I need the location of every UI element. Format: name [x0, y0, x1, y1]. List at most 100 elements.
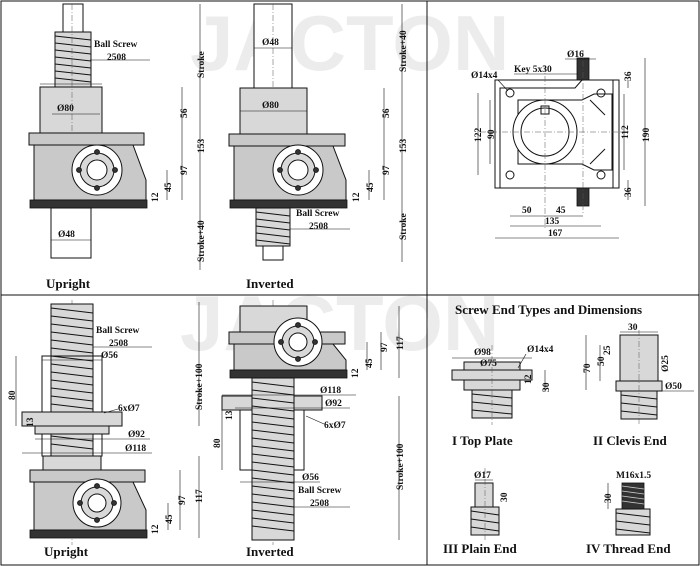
dim-d56: Ø56 [302, 473, 319, 483]
dim-stroke100: Stroke+100 [195, 363, 205, 410]
dim-h153: 153 [197, 139, 207, 154]
dim-h117: 117 [396, 336, 406, 350]
dim-d80: Ø80 [262, 101, 279, 111]
dim-d92: Ø92 [325, 399, 342, 409]
dim-h30: 30 [542, 382, 552, 392]
dim-d80: Ø80 [57, 104, 74, 114]
dim-m16: M16x1.5 [616, 471, 651, 481]
label-ball-screw: Ball Screw [296, 209, 340, 219]
dim-h30: 30 [500, 492, 510, 502]
dim-d98: Ø98 [474, 348, 491, 358]
dim-h117: 117 [195, 489, 205, 503]
dim-h97: 97 [380, 342, 390, 352]
dim-w167: 167 [548, 229, 563, 239]
dim-d118: Ø118 [125, 444, 146, 454]
dim-h12: 12 [524, 374, 534, 384]
dim-h45: 45 [366, 182, 376, 192]
dim-h36-top: 36 [624, 71, 634, 81]
caption-thread-end: IV Thread End [586, 541, 671, 556]
inverted-top-view: Ø48 Ø80 Ball Screw 2508 Stroke+40 56 153… [228, 3, 409, 291]
dim-h12: 12 [151, 192, 161, 202]
dim-d56: Ø56 [101, 351, 118, 361]
dim-stroke40: Stroke+40 [399, 30, 409, 72]
dim-h45: 45 [165, 514, 175, 524]
dim-h97: 97 [382, 165, 392, 175]
dim-w30: 30 [628, 323, 638, 333]
dim-h80: 80 [213, 438, 223, 448]
plain-end: Ø17 30 III Plain End [443, 468, 517, 556]
label-key: Key 5x30 [514, 65, 552, 75]
dim-w135: 135 [545, 217, 560, 227]
label-screw-code: 2508 [309, 222, 328, 232]
screw-end-types: Screw End Types and Dimensions Ø98 Ø75 Ø… [443, 302, 694, 556]
top-plate-end: Ø98 Ø75 Ø14x4 12 30 I Top Plate [451, 345, 554, 448]
thread-end: M16x1.5 30 IV Thread End [586, 471, 671, 556]
dim-w45: 45 [556, 206, 566, 216]
label-screw-code: 2508 [107, 53, 126, 63]
caption-inverted-bottom: Inverted [246, 544, 294, 559]
dim-h97: 97 [180, 165, 190, 175]
label-ball-screw: Ball Screw [94, 40, 138, 50]
dim-h122: 122 [474, 128, 484, 143]
dim-h97: 97 [178, 495, 188, 505]
dim-h45: 45 [164, 182, 174, 192]
dim-d16: Ø16 [567, 50, 584, 60]
dim-h13: 13 [26, 417, 36, 427]
upright-top-view: Ø80 Ball Screw 2508 Ø48 Stroke 56 153 97… [28, 3, 207, 291]
watermark: JACTON JACTON [180, 0, 509, 367]
dim-stroke: Stroke [399, 213, 409, 240]
dim-h80: 80 [8, 390, 18, 400]
dim-h70: 70 [583, 363, 593, 373]
dim-h12: 12 [351, 368, 361, 378]
label-ball-screw: Ball Screw [298, 486, 342, 496]
caption-upright-top: Upright [46, 276, 91, 291]
dim-d92: Ø92 [128, 430, 145, 440]
dim-h50: 50 [597, 356, 607, 366]
dim-stroke: Stroke [197, 51, 207, 78]
watermark-text-top: JACTON [190, 0, 509, 87]
dim-d14x4: Ø14x4 [527, 345, 554, 355]
dim-d118: Ø118 [320, 386, 341, 396]
dim-w50: 50 [522, 206, 532, 216]
dim-d50: Ø50 [665, 382, 682, 392]
dim-d25: Ø25 [661, 355, 671, 372]
dim-h25: 25 [603, 345, 613, 355]
dim-stroke100: Stroke+100 [396, 443, 406, 490]
caption-inverted-top: Inverted [246, 276, 294, 291]
dim-h13: 13 [225, 410, 235, 420]
caption-top-plate: I Top Plate [452, 433, 513, 448]
dim-d48: Ø48 [262, 38, 279, 48]
ball-screw-thread [54, 31, 92, 88]
dim-d17: Ø17 [474, 471, 491, 481]
caption-upright-bottom: Upright [44, 544, 89, 559]
dim-h112: 112 [621, 125, 631, 139]
dim-h30: 30 [604, 493, 614, 503]
inverted-bottom-view: 97 117 45 12 Ø118 Ø92 13 6xØ7 80 Stroke+… [213, 300, 406, 559]
dim-h56: 56 [382, 108, 392, 118]
dim-h12: 12 [151, 524, 161, 534]
dim-h45: 45 [365, 358, 375, 368]
label-ball-screw: Ball Screw [96, 326, 140, 336]
dim-stroke40: Stroke+40 [197, 220, 207, 262]
upright-bottom-view: Ball Screw 2508 Ø56 80 13 6xØ7 Ø92 Ø118 … [8, 300, 205, 559]
label-holes: 6xØ7 [118, 404, 140, 414]
dim-h153: 153 [399, 139, 409, 154]
ball-screw-thread [251, 377, 295, 541]
caption-plain-end: III Plain End [443, 541, 517, 556]
dim-h12: 12 [352, 192, 362, 202]
dim-h90: 90 [487, 129, 497, 139]
dim-d48: Ø48 [58, 230, 75, 240]
label-screw-code: 2508 [310, 499, 329, 509]
plan-view: Ø16 Key 5x30 Ø14x4 36 122 90 112 190 36 … [471, 50, 652, 239]
dim-d75: Ø75 [480, 359, 497, 369]
dim-h36-bottom: 36 [624, 187, 634, 197]
caption-clevis-end: II Clevis End [593, 433, 667, 448]
dim-h190: 190 [642, 128, 652, 143]
label-holes: 6xØ7 [324, 421, 346, 431]
dim-h56: 56 [180, 108, 190, 118]
clevis-end: 30 70 50 25 Ø25 Ø50 II Clevis End [583, 323, 694, 448]
ball-screw-thread [255, 207, 291, 247]
